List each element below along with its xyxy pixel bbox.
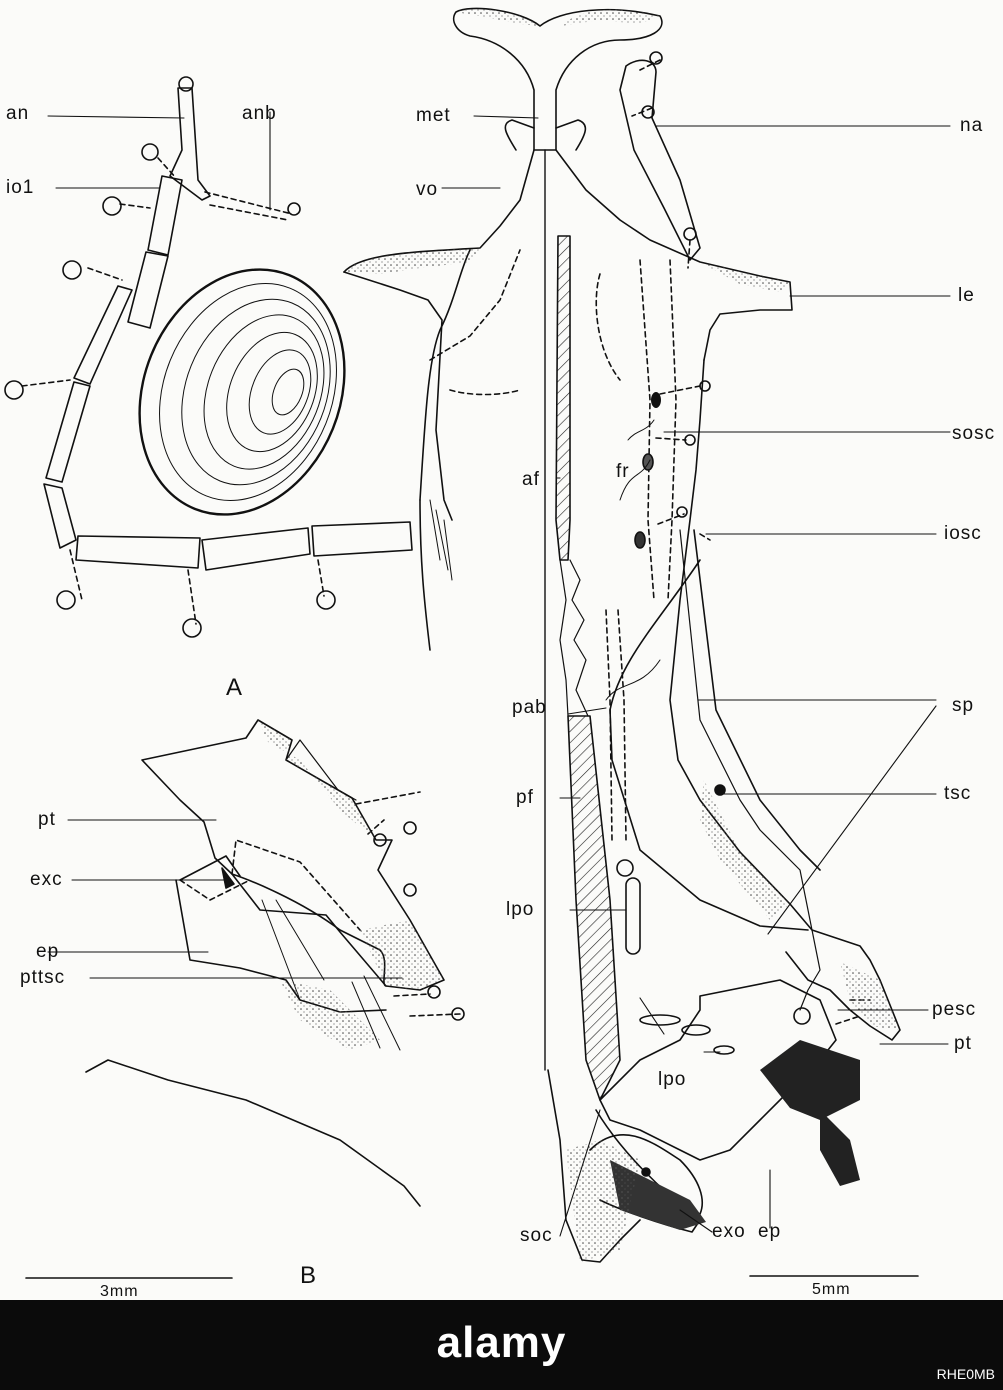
label-pt-b: pt xyxy=(38,809,56,830)
scale-label-5mm: 5mm xyxy=(812,1281,851,1298)
label-pf: pf xyxy=(516,787,534,808)
label-io1: io1 xyxy=(6,177,35,198)
label-vo: vo xyxy=(416,179,439,200)
label-exc: exc xyxy=(30,869,63,890)
label-lpo-a: lpo xyxy=(506,899,535,920)
label-soc: soc xyxy=(520,1225,553,1246)
label-iosc: iosc xyxy=(944,523,982,544)
main-figure-shading xyxy=(344,8,900,1262)
label-lpo-b: lpo xyxy=(658,1069,687,1090)
panel-label-b: B xyxy=(300,1262,318,1289)
figure-b-shading xyxy=(258,720,444,1050)
label-ep-b: ep xyxy=(36,941,60,962)
label-pt-right: pt xyxy=(954,1033,972,1054)
label-met: met xyxy=(416,105,451,126)
scale-label-3mm: 3mm xyxy=(100,1283,139,1300)
label-af: af xyxy=(522,469,540,490)
watermark-footer: alamy RHE0MB xyxy=(0,1300,1003,1390)
label-anb: anb xyxy=(242,103,277,124)
leader-lines xyxy=(47,111,951,1237)
panel-label-a: A xyxy=(226,674,244,701)
label-an: an xyxy=(6,103,30,124)
label-pab: pab xyxy=(512,697,547,718)
watermark-brand: alamy xyxy=(436,1318,567,1367)
label-sosc: sosc xyxy=(952,423,996,444)
label-pttsc: pttsc xyxy=(20,967,66,988)
label-sp: sp xyxy=(952,695,975,716)
label-pesc: pesc xyxy=(932,999,977,1020)
label-exo: exo xyxy=(712,1221,746,1242)
anatomical-drawing xyxy=(4,7,951,1279)
figure-plate: an anb io1 met vo na le fr sosc af iosc … xyxy=(4,7,996,1300)
label-fr: fr xyxy=(616,461,630,482)
figure-a-infraorbital-series xyxy=(4,76,471,651)
label-le: le xyxy=(958,285,975,306)
label-ep-right: ep xyxy=(758,1221,782,1242)
watermark-image-id: RHE0MB xyxy=(936,1366,995,1382)
label-na: na xyxy=(960,115,984,136)
label-tsc: tsc xyxy=(944,783,972,804)
